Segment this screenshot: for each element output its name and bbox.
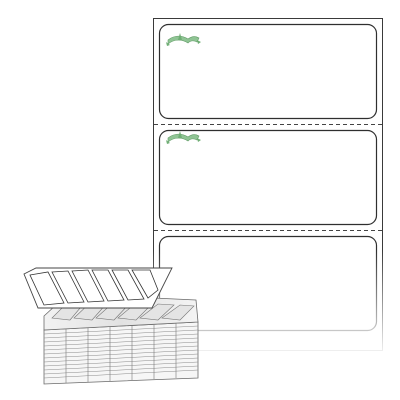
ribbon-logo-icon (166, 131, 201, 144)
stack-block (43, 321, 199, 385)
top-flap-labels (29, 269, 159, 306)
ribbon-logo-icon (166, 33, 201, 46)
label-1 (158, 23, 378, 120)
fold-panel-labels (51, 299, 195, 321)
label-2 (158, 129, 378, 226)
fanfold-stack (23, 267, 199, 385)
